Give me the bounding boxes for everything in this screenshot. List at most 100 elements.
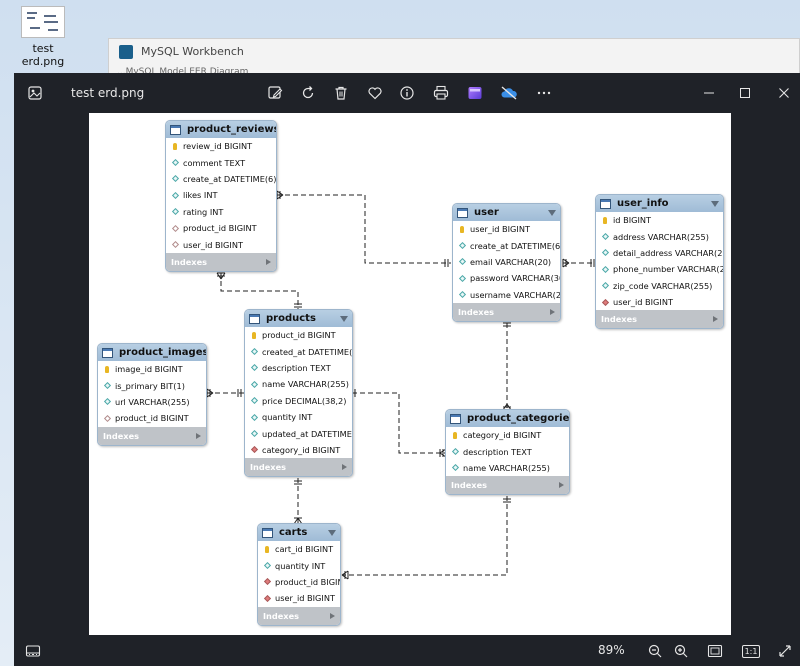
erd-column: rating INT: [166, 204, 276, 220]
photo-viewer-window: test erd.png: [14, 73, 800, 666]
foreign-key-icon: [171, 240, 179, 249]
erd-table-header: product_images: [98, 344, 206, 361]
expand-arrow-icon: [713, 316, 718, 323]
erd-table-name: user_info: [617, 198, 669, 209]
edit-image-icon[interactable]: [264, 82, 286, 104]
zoom-out-icon[interactable]: [644, 641, 666, 661]
info-icon[interactable]: [396, 82, 418, 104]
erd-column-text: password VARCHAR(300): [470, 273, 560, 284]
actual-size-label: 1:1: [741, 644, 761, 658]
table-icon: [600, 198, 611, 209]
table-icon: [457, 207, 468, 218]
expand-arrow-icon: [196, 432, 201, 439]
erd-column-text: quantity INT: [275, 560, 326, 571]
workbench-tabs[interactable]: ...MySQL Model EER Diagram: [117, 67, 249, 77]
erd-table-header: product_reviews: [166, 121, 276, 138]
fullscreen-icon[interactable]: [774, 641, 796, 661]
erd-column-text: product_id BIGINT: [115, 413, 189, 424]
erd-column: description TEXT: [446, 443, 569, 459]
erd-column: name VARCHAR(255): [446, 460, 569, 476]
table-icon: [249, 313, 260, 324]
erd-table-name: product_reviews: [187, 124, 277, 135]
erd-indexes-bar: Indexes: [245, 458, 352, 477]
actual-size-button[interactable]: 1:1: [740, 641, 762, 661]
zoom-in-icon[interactable]: [670, 641, 692, 661]
indexes-label: Indexes: [171, 256, 207, 267]
erd-column: create_at DATETIME(6): [453, 237, 560, 253]
erd-table-products: products product_id BIGINT created_at DATE…: [244, 309, 353, 478]
erd-column-text: user_id BIGINT: [470, 224, 530, 235]
erd-column-text: product_id BIGINT: [275, 576, 340, 587]
erd-column: updated_at DATETIME(6): [245, 425, 352, 441]
rel-categories-carts: [342, 496, 508, 576]
column-diamond-icon: [103, 398, 111, 406]
erd-column-text: username VARCHAR(20): [470, 289, 561, 300]
erd-column-text: description TEXT: [463, 446, 532, 457]
erd-column: email VARCHAR(20): [453, 254, 560, 270]
rel-reviews-products: [220, 273, 299, 310]
workbench-title: MySQL Workbench: [141, 45, 244, 58]
erd-column-text: cart_id BIGINT: [275, 544, 334, 555]
gallery-icon[interactable]: [20, 78, 50, 108]
foreign-key-icon: [171, 224, 179, 232]
rel-reviews-user: [277, 194, 451, 264]
print-icon[interactable]: [430, 82, 452, 104]
column-diamond-icon: [103, 382, 111, 390]
erd-column-text: detail_address VARCHAR(255): [613, 247, 724, 258]
viewer-titlebar: test erd.png: [14, 73, 800, 113]
foreign-key-icon: [601, 298, 609, 306]
erd-column: user_id BIGINT: [166, 236, 276, 252]
erd-table-header: user_info: [596, 195, 723, 212]
desktop-file-label: test erd.png: [21, 42, 65, 68]
erd-column: review_id BIGINT: [166, 138, 276, 154]
more-options-icon[interactable]: [533, 82, 555, 104]
erd-table-name: carts: [279, 527, 308, 538]
erd-column-text: image_id BIGINT: [115, 364, 183, 375]
foreign-key-icon: [263, 578, 271, 586]
erd-column-text: address VARCHAR(255): [613, 231, 709, 242]
column-diamond-icon: [250, 348, 258, 356]
indexes-label: Indexes: [103, 430, 139, 441]
erd-column: product_id BIGINT: [258, 574, 340, 590]
erd-column: user_id BIGINT: [258, 590, 340, 606]
primary-key-icon: [601, 216, 609, 224]
filmstrip-toggle-icon[interactable]: [22, 641, 44, 661]
rel-products-categories: [352, 392, 446, 454]
onedrive-cloud-off-icon[interactable]: [498, 82, 520, 104]
image-thumbnail-icon: [21, 6, 65, 38]
erd-table-header: products: [245, 310, 352, 327]
collapse-arrow-icon: [548, 209, 556, 216]
erd-column: likes INT: [166, 187, 276, 203]
favorite-heart-icon[interactable]: [364, 82, 386, 104]
rotate-icon[interactable]: [297, 82, 319, 104]
erd-column: name VARCHAR(255): [245, 376, 352, 392]
close-icon[interactable]: [772, 81, 796, 105]
clipchamp-icon[interactable]: [464, 82, 486, 104]
minimize-icon[interactable]: [697, 81, 721, 105]
erd-column: quantity INT: [258, 557, 340, 573]
erd-column: category_id BIGINT: [245, 442, 352, 458]
column-diamond-icon: [250, 413, 258, 421]
zoom-level: 89%: [598, 643, 625, 657]
delete-icon[interactable]: [330, 82, 352, 104]
erd-column-text: name VARCHAR(255): [463, 462, 550, 473]
erd-table-name: product_images: [119, 347, 207, 358]
indexes-label: Indexes: [263, 610, 299, 621]
viewer-statusbar: 89% 1:1: [14, 635, 800, 666]
erd-column: zip_code VARCHAR(255): [596, 278, 723, 294]
desktop-file-icon[interactable]: test erd.png: [12, 6, 74, 68]
fit-to-window-icon[interactable]: [704, 641, 726, 661]
erd-table-header: carts: [258, 524, 340, 541]
erd-column-text: email VARCHAR(20): [470, 256, 552, 267]
erd-column-text: id BIGINT: [613, 215, 651, 226]
foreign-key-icon: [263, 594, 271, 602]
mysql-workbench-window[interactable]: MySQL Workbench ...MySQL Model EER Diagr…: [108, 38, 800, 78]
erd-column: id BIGINT: [596, 212, 723, 228]
erd-column-text: product_id BIGINT: [262, 330, 336, 341]
erd-column: created_at DATETIME(6): [245, 343, 352, 359]
expand-arrow-icon: [559, 482, 564, 489]
maximize-icon[interactable]: [733, 81, 757, 105]
